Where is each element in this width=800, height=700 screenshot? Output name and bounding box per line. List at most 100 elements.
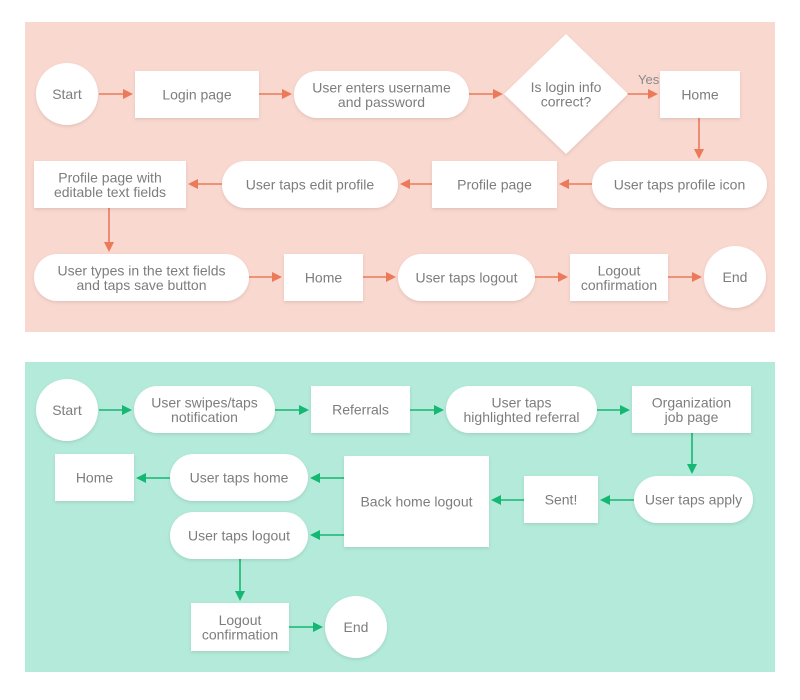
- arrowhead: [188, 179, 198, 189]
- flow-node-t-edit: User taps edit profile: [222, 161, 398, 208]
- flow-arrow: [400, 179, 432, 189]
- arrowhead: [692, 272, 702, 282]
- flow-node-t-home1: Home: [660, 71, 740, 118]
- node-label: notification: [171, 409, 238, 425]
- node-label: Organization: [652, 394, 731, 410]
- screen-shape: [570, 254, 668, 301]
- node-label: confirmation: [202, 626, 278, 642]
- flow-arrow: [559, 179, 592, 189]
- arrowhead: [687, 464, 697, 474]
- arrowhead: [558, 272, 568, 282]
- arrowhead: [559, 179, 569, 189]
- flow-arrow: [289, 622, 323, 632]
- node-label: highlighted referral: [464, 409, 580, 425]
- screen-shape: [344, 456, 489, 547]
- yes-branch-label: Yes: [638, 72, 660, 87]
- flow-arrow: [259, 89, 292, 99]
- arrowhead: [313, 622, 323, 632]
- flow-node-t-end: End: [704, 246, 766, 308]
- node-label: User taps apply: [645, 492, 742, 508]
- terminal-shape: [36, 63, 98, 125]
- flow-arrow: [104, 208, 114, 252]
- action-shape: [446, 386, 597, 433]
- action-shape: [170, 512, 308, 559]
- flow-node-t-logout: User taps logout: [398, 254, 535, 301]
- flow-arrow: [99, 405, 132, 415]
- screen-shape: [632, 386, 751, 433]
- screen-shape: [34, 161, 186, 208]
- arrowhead: [694, 149, 704, 159]
- arrowhead: [386, 272, 396, 282]
- action-shape: [398, 254, 535, 301]
- node-label: Home: [681, 87, 719, 103]
- flow-node-b-end: End: [325, 596, 387, 658]
- node-label: User taps edit profile: [246, 177, 375, 193]
- flow-edges: Yes: [99, 72, 704, 632]
- screen-shape: [284, 254, 363, 301]
- screen-shape: [432, 161, 557, 208]
- node-label: Start: [52, 402, 82, 418]
- arrowhead: [235, 591, 245, 601]
- node-label: Sent!: [545, 492, 578, 508]
- screen-shape: [55, 454, 134, 501]
- flow-arrow: [687, 433, 697, 474]
- flow-node-b-apply: User taps apply: [634, 476, 753, 523]
- flow-node-b-start: Start: [36, 379, 98, 441]
- flow-arrow: [410, 405, 444, 415]
- node-label: User taps home: [190, 470, 289, 486]
- terminal-shape: [325, 596, 387, 658]
- arrowhead: [400, 179, 410, 189]
- node-label: User enters username: [312, 79, 451, 95]
- arrowhead: [600, 495, 610, 505]
- screen-shape: [135, 71, 259, 118]
- node-label: Home: [305, 270, 343, 286]
- flow-node-t-profile: Profile page: [432, 161, 557, 208]
- flow-arrow: [136, 473, 170, 483]
- node-label: editable text fields: [54, 184, 166, 200]
- arrowhead: [104, 242, 114, 252]
- flow-arrow: [310, 530, 344, 540]
- node-label: Login page: [162, 87, 232, 103]
- arrowhead: [434, 405, 444, 415]
- screen-shape: [660, 71, 740, 118]
- node-label: job page: [664, 409, 719, 425]
- arrowhead: [282, 89, 292, 99]
- node-label: Is login info: [531, 79, 602, 95]
- flow-arrow: [363, 272, 396, 282]
- screen-shape: [311, 386, 410, 433]
- node-label: Profile page with: [58, 169, 162, 185]
- flow-arrow: [275, 405, 309, 415]
- node-label: User taps profile icon: [614, 177, 746, 193]
- flow-arrow: [310, 473, 344, 483]
- flow-arrow: [188, 179, 222, 189]
- flow-node-b-taplog: User taps logout: [170, 512, 308, 559]
- flow-node-t-start: Start: [36, 63, 98, 125]
- arrowhead: [620, 405, 630, 415]
- terminal-shape: [36, 379, 98, 441]
- action-shape: [222, 161, 398, 208]
- action-shape: [294, 71, 469, 118]
- arrowhead: [299, 405, 309, 415]
- node-label: End: [344, 619, 369, 635]
- arrowhead: [122, 405, 132, 415]
- flow-arrow: [491, 495, 524, 505]
- node-label: and taps save button: [77, 277, 207, 293]
- node-label: Start: [52, 86, 82, 102]
- flow-node-b-home: Home: [55, 454, 134, 501]
- node-label: Logout: [219, 612, 262, 628]
- flow-arrow: [597, 405, 630, 415]
- node-label: Logout: [598, 262, 641, 278]
- flow-arrow: [469, 89, 503, 99]
- screen-shape: [191, 603, 289, 651]
- arrowhead: [310, 530, 320, 540]
- node-label: User swipes/taps: [151, 394, 258, 410]
- flow-arrow: [235, 559, 245, 601]
